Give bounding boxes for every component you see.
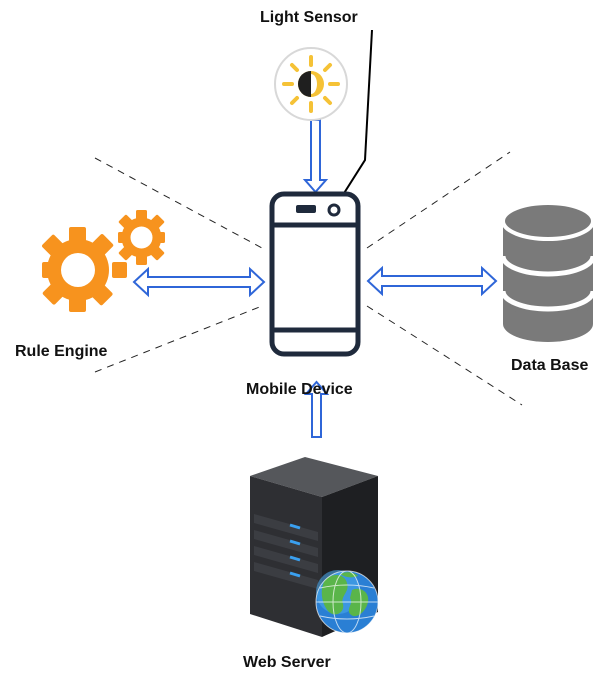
sensor-pointer-line bbox=[333, 29, 373, 210]
dashed-line-top-left bbox=[94, 157, 263, 249]
dashed-line-bottom-right bbox=[366, 305, 523, 406]
mobile-phone-icon bbox=[269, 191, 361, 357]
arrows bbox=[132, 119, 498, 438]
dashed-line-top-right bbox=[366, 151, 511, 249]
server-drive-bays bbox=[254, 514, 318, 589]
mobile-device-label: Mobile Device bbox=[246, 381, 353, 398]
database-icon bbox=[500, 201, 596, 342]
light-sensor-label: Light Sensor bbox=[260, 9, 358, 26]
arrow-server-to-phone bbox=[303, 380, 330, 438]
light-sensor-icon bbox=[274, 47, 348, 121]
data-base-label: Data Base bbox=[511, 357, 589, 374]
dashed-line-bottom-left bbox=[94, 305, 263, 373]
arrow-phone-database bbox=[366, 265, 498, 297]
arrow-sensor-to-phone bbox=[302, 119, 329, 194]
dashed-separators bbox=[94, 151, 523, 406]
arrow-rule-engine-phone bbox=[132, 266, 266, 298]
gears-icon bbox=[42, 210, 165, 312]
globe-icon bbox=[315, 570, 379, 634]
web-server-label: Web Server bbox=[243, 654, 331, 671]
rule-engine-label: Rule Engine bbox=[15, 343, 108, 360]
